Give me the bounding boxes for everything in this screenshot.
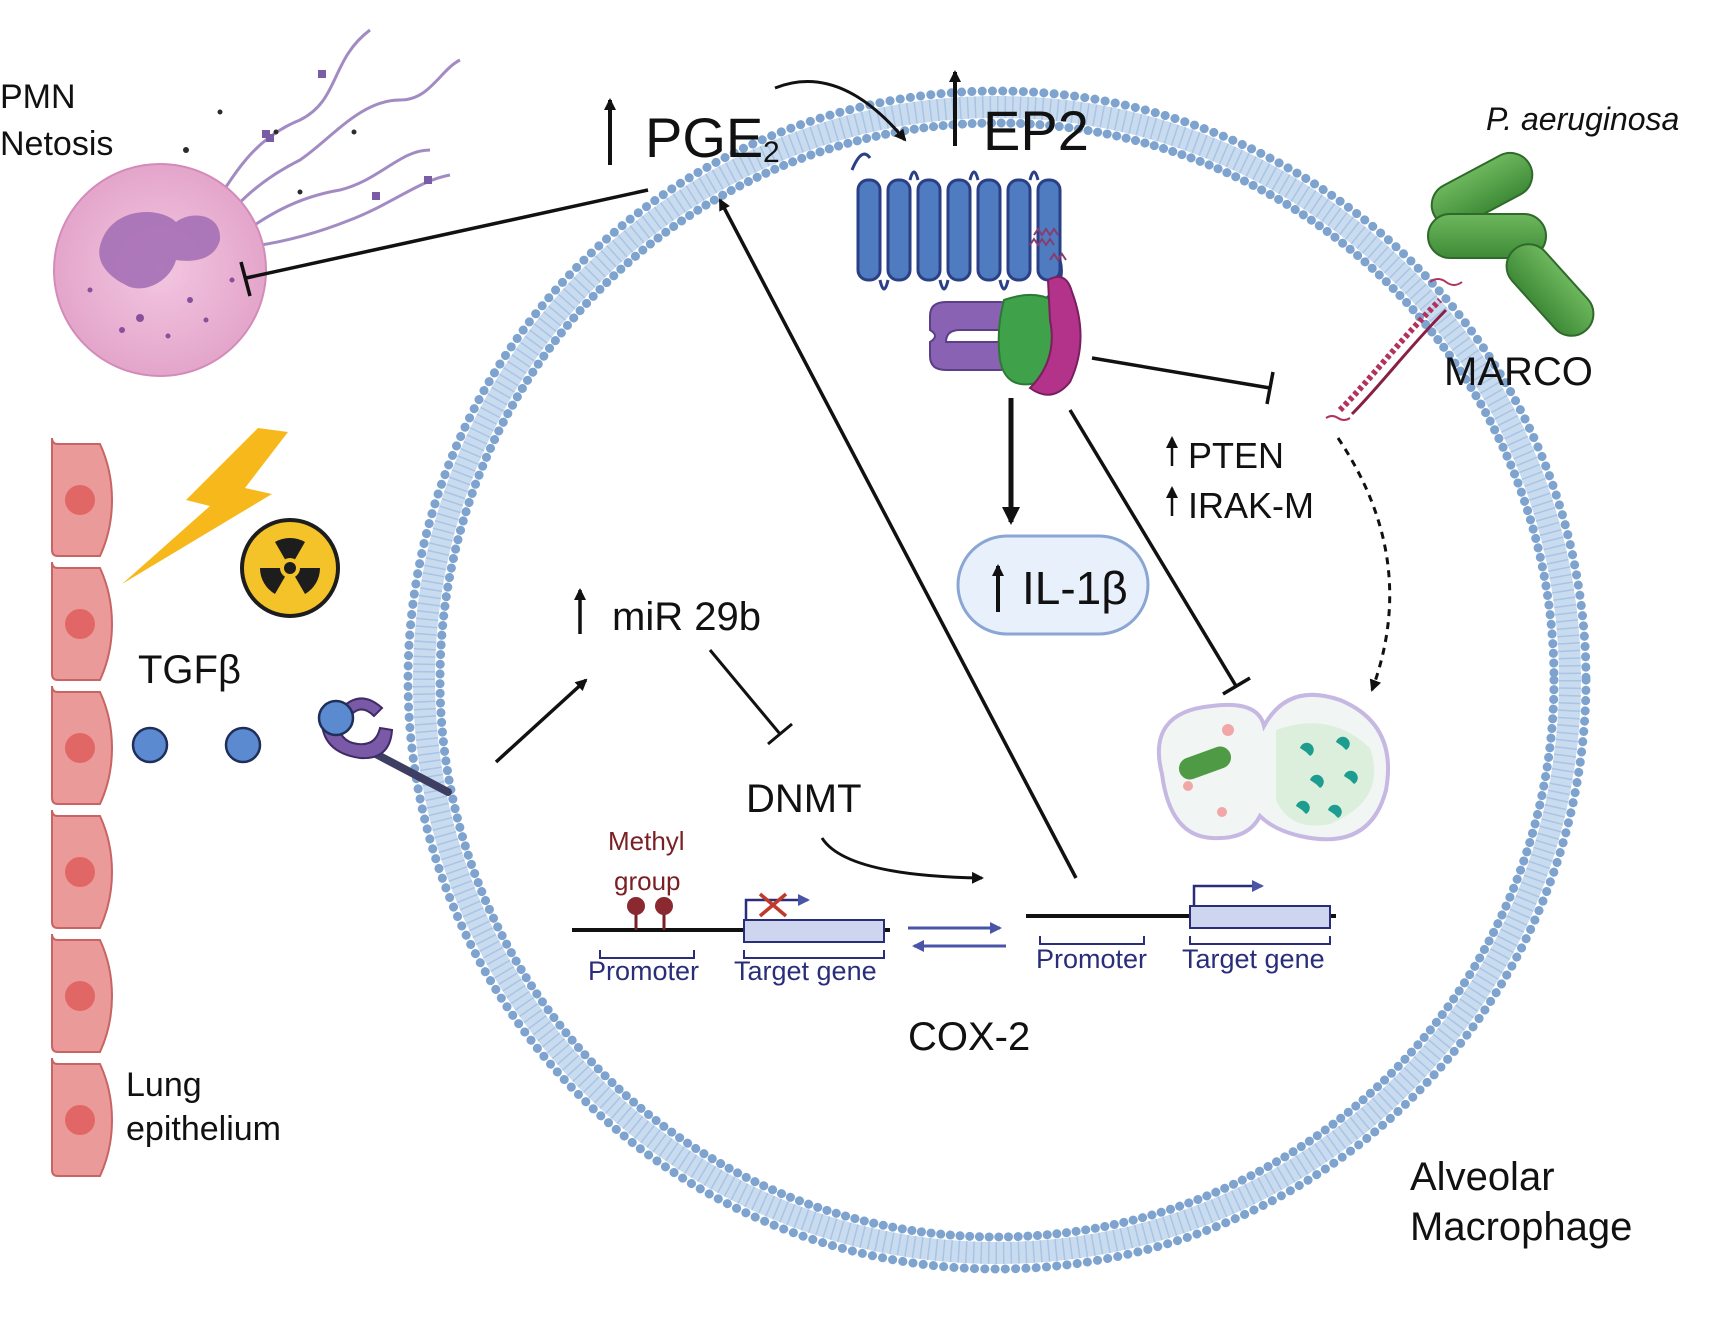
gpcr-icon <box>850 152 1082 396</box>
neutrophil-icon <box>53 28 461 377</box>
active-gene: Promoter Target gene <box>1026 880 1336 974</box>
mir-inhibits-dnmt <box>708 649 793 746</box>
ep2-text: EP2 <box>983 99 1089 162</box>
il1b-text: IL-1β <box>1022 562 1128 614</box>
dnmt-label: DNMT <box>746 777 862 821</box>
equilibrium-arrows <box>908 922 1006 952</box>
mir-label: miR 29b <box>574 588 761 639</box>
macrophage-membrane <box>403 86 1591 1274</box>
marco-label: MARCO <box>1444 350 1593 394</box>
pmn-label-line2: Netosis <box>0 125 113 163</box>
lung-label-line2: epithelium <box>126 1110 281 1148</box>
marco-receptor <box>1325 278 1463 421</box>
promoter-right-label: Promoter <box>1036 944 1147 974</box>
marco-to-phagosome-arrow <box>1336 437 1392 692</box>
pge2-label: PGE 2 <box>604 98 780 169</box>
pmn-label-line1: PMN <box>0 78 76 116</box>
dnmt-to-gene-arrow <box>820 837 984 884</box>
methylated-gene: Methyl group Promoter Target gene <box>572 826 890 986</box>
phagosome-icon <box>1156 692 1391 842</box>
tgfb-label: TGFβ <box>138 648 241 692</box>
cox2-to-pge2-arrow <box>718 198 1078 879</box>
mir-text: miR 29b <box>612 595 761 639</box>
il1b-box: IL-1β <box>956 534 1150 636</box>
pge2-subscript: 2 <box>763 136 780 169</box>
pathogen-label: P. aeruginosa <box>1486 101 1679 137</box>
methyl-label-line2: group <box>614 866 681 896</box>
macrophage-label-line1: Alveolar <box>1410 1155 1555 1199</box>
ep2-label: EP2 <box>949 70 1089 162</box>
cox2-label: COX-2 <box>908 1015 1030 1059</box>
irakm-label: IRAK-M <box>1166 485 1314 526</box>
irakm-text: IRAK-M <box>1188 485 1314 526</box>
promoter-left-label: Promoter <box>588 956 699 986</box>
pge2-text: PGE <box>645 106 763 169</box>
lightning-bolt-icon <box>122 428 288 584</box>
radiation-icon <box>240 518 340 618</box>
pge2-to-ep2-arrow <box>774 80 907 142</box>
ep2-inhibits-marco <box>1091 356 1275 405</box>
bacterium-icon <box>1427 151 1595 337</box>
pge2-inhibits-pmn <box>239 188 649 297</box>
receptor-icon <box>317 697 452 796</box>
receptor-to-mir-arrow <box>494 678 588 764</box>
target-left-label: Target gene <box>734 956 877 986</box>
tgfb-ligands <box>131 726 262 764</box>
methyl-label-line1: Methyl <box>608 826 685 856</box>
target-right-label: Target gene <box>1182 944 1325 974</box>
pten-text: PTEN <box>1188 435 1284 476</box>
lung-epithelium <box>51 437 114 1177</box>
lung-label-line1: Lung <box>126 1066 202 1104</box>
pten-label: PTEN <box>1166 435 1284 476</box>
macrophage-label-line2: Macrophage <box>1410 1205 1632 1249</box>
ep2-inhibits-phagosome <box>1068 409 1251 696</box>
